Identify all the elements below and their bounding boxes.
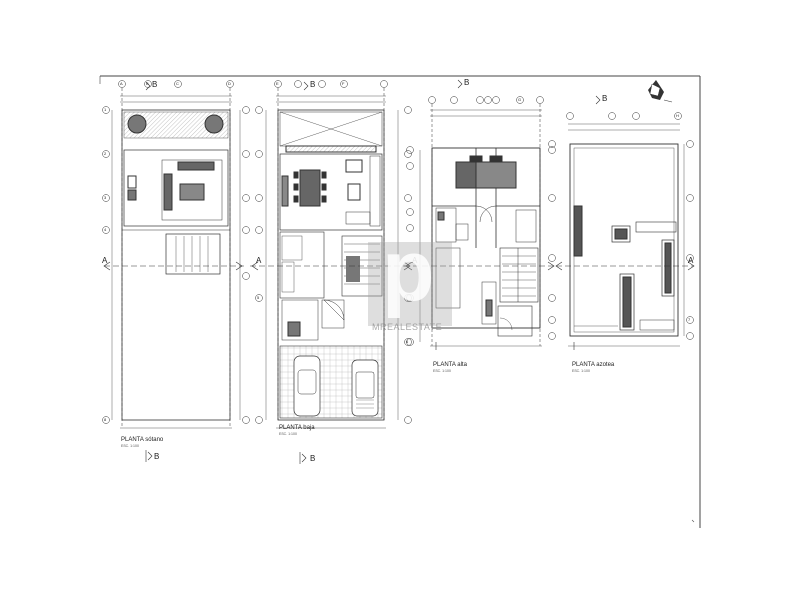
grid-number-4: 4 [104, 227, 107, 232]
grid-number-5: 5 [257, 295, 260, 300]
watermark-text: MREALESTATE [372, 322, 443, 332]
section-mark-a-baja: A [256, 256, 262, 265]
grid-letter-f: F [342, 81, 345, 86]
plan-scale-baja: ESC. 1:100 [279, 432, 297, 436]
section-mark-b-azotea-top: B [602, 94, 608, 103]
grid-number-6: 6 [406, 339, 409, 344]
plan-title-alta: PLANTA alta [433, 362, 467, 368]
grid-number-2: 2 [104, 151, 107, 156]
plan-scale-azotea: ESC. 1:100 [572, 369, 590, 373]
sheet-border [99, 75, 701, 528]
grid-number-7: 7 [688, 317, 691, 322]
grid-letter-b: B [146, 81, 149, 86]
plan-baja [250, 80, 412, 464]
plan-title-baja: PLANTA baja [279, 425, 315, 431]
plan-azotea [548, 95, 695, 350]
section-mark-a-alta: A [412, 256, 418, 265]
section-mark-b-sotano-bottom: B [154, 452, 160, 461]
grid-number-1: 1 [104, 107, 107, 112]
watermark-logo: p [368, 228, 452, 326]
section-mark-b-baja-top: B [310, 80, 316, 89]
section-mark-b-baja-bottom: B [310, 454, 316, 463]
section-mark-b-alta-top: B [464, 78, 470, 87]
section-mark-a-sotano: A [102, 256, 108, 265]
grid-letter-e: E [276, 81, 279, 86]
grid-letter-g: G [518, 97, 522, 102]
north-arrow-icon [648, 80, 673, 103]
section-mark-b-sotano-top: B [152, 80, 158, 89]
grid-number-3: 3 [104, 195, 107, 200]
plan-alta [404, 79, 556, 350]
plan-scale-alta: ESC. 1:100 [433, 369, 451, 373]
grid-letter-c: C [176, 81, 179, 86]
grid-number-8: 8 [104, 417, 107, 422]
plan-sotano [102, 80, 250, 462]
grid-letter-d: D [228, 81, 231, 86]
watermark-p-icon: p [382, 223, 435, 319]
grid-letter-h: H [676, 113, 679, 118]
grid-letter-a: A [120, 81, 123, 86]
plan-scale-sotano: ESC. 1:100 [121, 444, 139, 448]
plan-title-sotano: PLANTA sótano [121, 437, 164, 443]
plan-title-azotea: PLANTA azotea [572, 362, 615, 368]
section-mark-a-azotea: A [688, 256, 694, 265]
